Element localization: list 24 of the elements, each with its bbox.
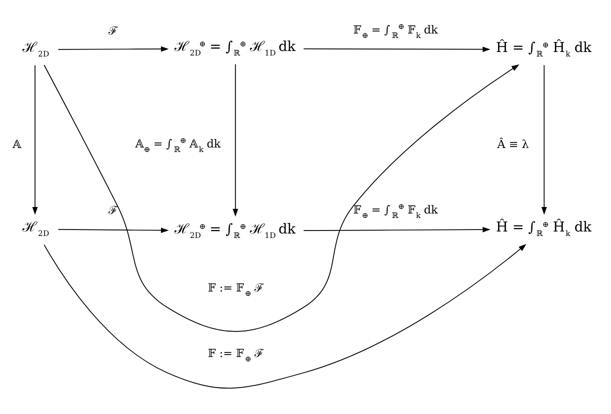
arrow — [303, 46, 490, 52]
arrow — [303, 226, 490, 232]
node-text: ℋ$_{2D}$ — [22, 220, 50, 238]
edge-label: 𝔽 := 𝔽$_{⊕}$ ℱ — [208, 282, 264, 298]
edge-label: 𝔸$_{⊕}$ = ∫$_{ℝ}$$^{⊕}$ 𝔸$_{k}$ dk — [135, 136, 221, 154]
node-text: ℋ$_{2D}$$^{⊕}$ = ∫$_{ℝ}$$^{⊕}$ ℋ$_{1D}$ dk — [174, 221, 296, 240]
arrow — [44, 64, 520, 332]
arrow — [541, 64, 547, 215]
edge-label: 𝔽$_{⊕}$ = ∫$_{ℝ}$$^{⊕}$ 𝔽$_{k}$ dk — [353, 22, 438, 40]
arrow — [58, 46, 169, 52]
arrow — [58, 228, 169, 234]
node-text: ℋ$_{2D}$ — [22, 40, 50, 58]
node-text: Ĥ = ∫$_{ℝ}$$^{⊕}$ Ĥ$_{k}$ dk — [496, 40, 592, 58]
arrow — [44, 244, 526, 389]
arrow — [32, 64, 38, 215]
edge-label: ℱ — [108, 204, 118, 218]
node-text: ℋ$_{2D}$$^{⊕}$ = ∫$_{ℝ}$$^{⊕}$ ℋ$_{1D}$ dk — [174, 39, 296, 58]
edge-label: ℱ — [108, 24, 118, 38]
node-text: Ĥ = ∫$_{ℝ}$$^{⊕}$ Ĥ$_{k}$ dk — [496, 220, 592, 238]
edge-label: 𝔸 — [12, 138, 22, 152]
edge-label: 𝔽$_{⊕}$ = ∫$_{ℝ}$$^{⊕}$ 𝔽$_{k}$ dk — [353, 202, 438, 220]
edge-label: Â ≡ λ — [497, 138, 529, 152]
edge-label: 𝔽 := 𝔽$_{⊕}$ ℱ — [208, 346, 264, 364]
arrow — [232, 64, 238, 217]
